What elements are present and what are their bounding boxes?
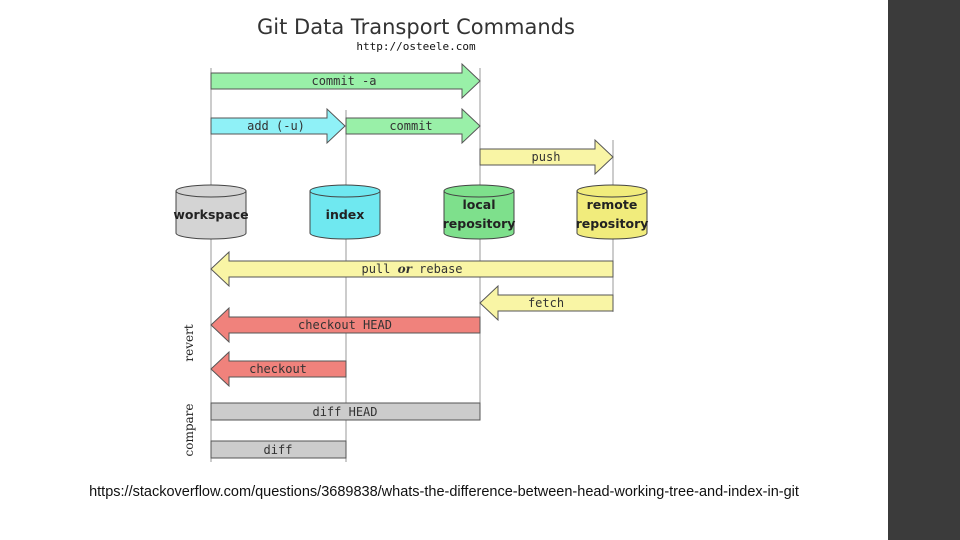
commit-arrow: commit: [345, 107, 481, 145]
diagram-subtitle: http://osteele.com: [356, 40, 476, 53]
store-remote-label-line2: repository: [576, 216, 649, 231]
checkout-label: checkout: [249, 362, 307, 376]
commit-label: commit: [389, 119, 432, 133]
store-workspace: workspace: [173, 184, 249, 240]
diff-head-bar: diff HEAD: [210, 402, 481, 421]
store-local-repository: local repository: [443, 184, 516, 240]
sidebar-panel: [888, 0, 960, 540]
add-u-arrow: add (-u): [210, 107, 346, 145]
store-remote-label-line1: remote: [587, 197, 638, 212]
push-label: push: [532, 150, 561, 164]
commit-a-label: commit -a: [311, 74, 376, 88]
source-link[interactable]: https://stackoverflow.com/questions/3689…: [89, 484, 799, 500]
checkout-arrow: checkout: [210, 350, 347, 388]
rebase-label: rebase: [419, 262, 462, 276]
or-label: or: [398, 262, 414, 276]
pull-label: pull: [361, 262, 390, 276]
store-local-label-line1: local: [462, 197, 495, 212]
store-index-label: index: [326, 207, 365, 222]
add-u-label: add (-u): [247, 119, 305, 133]
diff-bar: diff: [210, 440, 347, 459]
fetch-label: fetch: [528, 296, 564, 310]
diff-head-label: diff HEAD: [312, 405, 377, 419]
git-transport-diagram: Git Data Transport Commands http://ostee…: [173, 15, 649, 462]
fetch-arrow: fetch: [479, 284, 614, 322]
diagram-title: Git Data Transport Commands: [257, 15, 575, 39]
checkout-head-label: checkout HEAD: [298, 318, 392, 332]
store-index: index: [309, 184, 381, 240]
pull-or-rebase-arrow: pull or rebase: [210, 250, 614, 288]
store-local-label-line2: repository: [443, 216, 516, 231]
revert-side-label: revert: [182, 324, 196, 361]
store-workspace-label: workspace: [173, 207, 248, 222]
pull-or-rebase-label: pull or rebase: [361, 262, 462, 276]
compare-side-label: compare: [182, 404, 196, 457]
diff-label: diff: [264, 443, 293, 457]
store-remote-repository: remote repository: [576, 184, 649, 240]
commit-a-arrow: commit -a: [210, 62, 481, 100]
checkout-head-arrow: checkout HEAD: [210, 306, 481, 344]
push-arrow: push: [479, 138, 614, 176]
